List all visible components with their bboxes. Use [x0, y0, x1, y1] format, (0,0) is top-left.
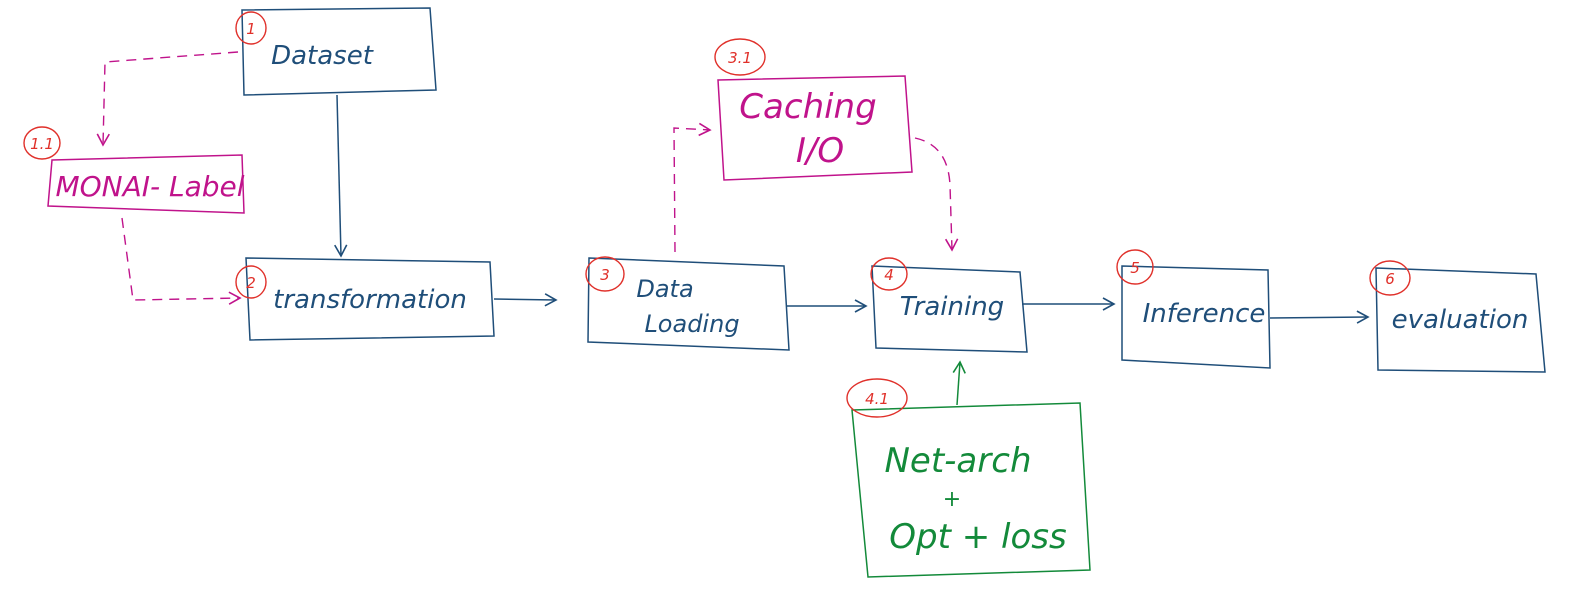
badge-step-4-label: 4 [884, 266, 894, 284]
connector-dataset-to-transformation [334, 94, 348, 258]
node-net-arch: Net-arch + Opt + loss [851, 402, 1091, 578]
badge-step-3-1-circle [714, 38, 766, 76]
node-training: Training [871, 265, 1028, 353]
badge-step-4-1-label: 4.1 [865, 390, 889, 408]
node-data-loading-label-line2: Loading [644, 310, 739, 338]
node-evaluation: evaluation [1375, 267, 1546, 373]
node-transformation-label: transformation [273, 285, 467, 315]
node-evaluation-label: evaluation [1392, 305, 1529, 335]
badge-step-3-1: 3.1 [714, 38, 766, 76]
badge-step-5-label: 5 [1130, 259, 1140, 277]
node-dataset-box [241, 7, 437, 96]
node-net-arch-label-line1: Net-arch [884, 441, 1031, 481]
node-monai-label: MONAI- Label [47, 154, 245, 214]
connector-transformation-to-data-loading [493, 293, 558, 307]
node-net-arch-label-line2: + [943, 487, 961, 512]
node-net-arch-label-line3: Opt + loss [889, 517, 1066, 557]
badge-step-1-1: 1.1 [23, 126, 61, 160]
badge-step-1: 1 [235, 11, 267, 45]
badge-step-3: 3 [585, 256, 625, 292]
node-monai-label-label: MONAI- Label [55, 170, 244, 203]
node-dataset-label: Dataset [271, 41, 374, 71]
connector-net-arch-to-training [952, 360, 966, 406]
connector-inference-to-evaluation [1269, 310, 1370, 324]
node-caching-io-box [717, 75, 913, 181]
badge-step-4: 4 [870, 257, 908, 291]
node-evaluation-box [1375, 267, 1546, 373]
node-inference-box [1121, 265, 1271, 369]
badge-step-4-1: 4.1 [846, 378, 908, 418]
badge-step-2-circle [235, 265, 267, 299]
node-inference-label: Inference [1143, 299, 1266, 329]
node-dataset: Dataset [241, 7, 437, 96]
badge-step-3-circle [585, 256, 625, 292]
badge-step-6: 6 [1369, 260, 1411, 296]
connector-dataset-to-monai-label [96, 51, 239, 147]
node-data-loading: Data Loading [587, 257, 790, 351]
badge-step-6-circle [1369, 260, 1411, 296]
badge-step-1-1-label: 1.1 [30, 135, 54, 153]
connector-caching-to-training [914, 137, 959, 252]
badge-step-2: 2 [235, 265, 267, 299]
badge-step-1-label: 1 [246, 20, 256, 38]
badge-step-3-label: 3 [600, 266, 610, 284]
badge-step-5: 5 [1116, 249, 1154, 285]
badge-step-6-label: 6 [1385, 270, 1395, 288]
badge-step-1-circle [235, 11, 267, 45]
node-inference: Inference [1121, 265, 1271, 369]
connector-monai-label-to-transformation [121, 217, 242, 305]
node-data-loading-label-line1: Data [636, 275, 693, 303]
node-data-loading-box [587, 257, 790, 351]
node-caching-io-label-line1: Caching [739, 87, 876, 127]
badge-step-5-circle [1116, 249, 1154, 285]
node-net-arch-box [851, 402, 1091, 578]
node-training-box [871, 265, 1028, 353]
badge-step-4-circle [870, 257, 908, 291]
node-transformation: transformation [245, 257, 495, 341]
badge-step-2-label: 2 [246, 274, 256, 292]
badge-step-1-1-circle [23, 126, 61, 160]
badge-step-3-1-label: 3.1 [728, 49, 752, 67]
node-monai-label-box [47, 154, 245, 214]
node-caching-io-label-line2: I/O [796, 131, 844, 171]
node-training-label: Training [900, 292, 1004, 322]
node-caching-io: Caching I/O [717, 75, 913, 181]
connector-data-loading-to-caching [673, 122, 712, 253]
node-transformation-box [245, 257, 495, 341]
badge-step-4-1-circle [846, 378, 908, 418]
